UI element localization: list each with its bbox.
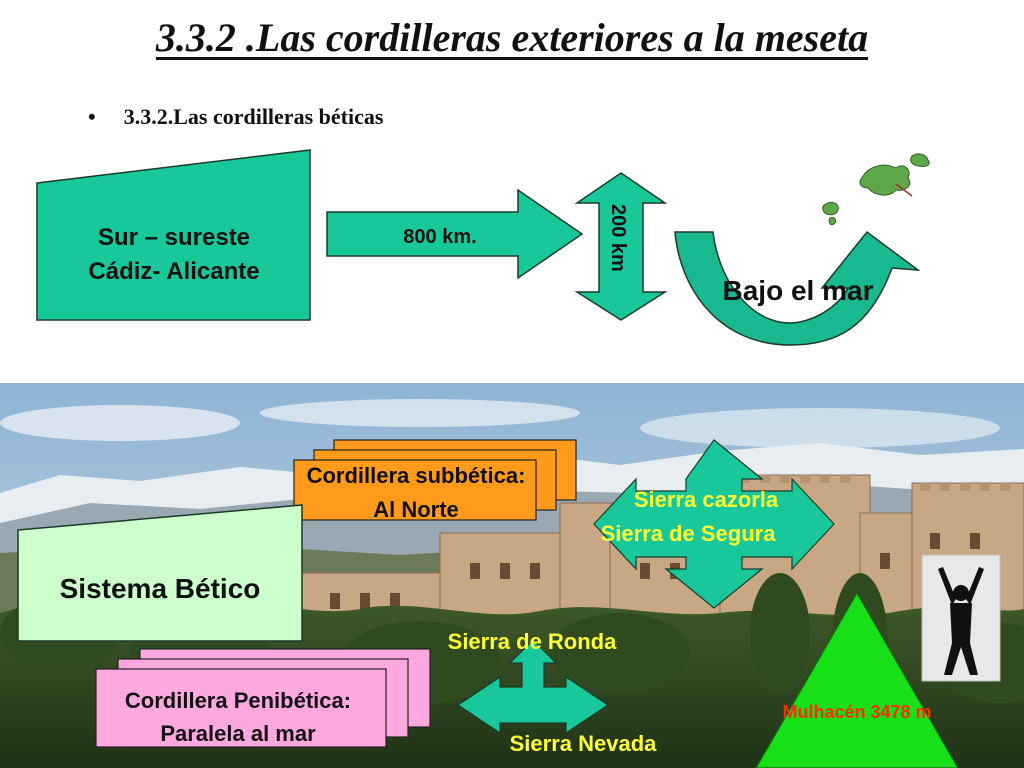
sierra-nevada-label: Sierra Nevada — [510, 731, 658, 756]
mulhacen-peak — [755, 591, 959, 768]
width-label: 200 km — [607, 204, 629, 272]
sea-label: Bajo el mar — [723, 275, 874, 306]
bullet-dot-icon: • — [88, 104, 96, 129]
subbetica-line-1: Cordillera subbética: — [307, 463, 526, 488]
bottom-diagram: Cordillera subbética: Al Norte Sistema B… — [17, 439, 1001, 768]
subbetica-stack — [293, 439, 577, 521]
length-label: 800 km. — [403, 226, 476, 248]
region-line-1: Sur – sureste — [98, 224, 250, 251]
bullet-item: •3.3.2.Las cordilleras béticas — [88, 104, 384, 129]
penibetica-line-2: Paralela al mar — [160, 721, 316, 746]
penibetica-line-1: Cordillera Penibética: — [125, 688, 351, 713]
three-way-arrow — [456, 639, 610, 735]
sierra-segura-label: Sierra de Segura — [601, 521, 777, 546]
penibetica-stack — [95, 648, 431, 748]
person-silhouette-icon — [921, 554, 1001, 682]
mulhacen-label: Mulhacén 3478 m — [782, 702, 931, 722]
top-diagram: Sur – sureste Cádiz- Alicante 800 km. 20… — [36, 149, 930, 346]
region-box — [36, 149, 311, 321]
sistema-label: Sistema Bético — [60, 573, 261, 604]
length-arrow — [326, 188, 584, 280]
sierra-cazorla-label: Sierra cazorla — [634, 487, 779, 512]
balearic-islands-icon — [822, 153, 930, 225]
curved-arrow — [674, 230, 921, 346]
subbetica-line-2: Al Norte — [373, 497, 459, 522]
slide-title: 3.3.2 .Las cordilleras exteriores a la m… — [155, 15, 869, 60]
sistema-box — [17, 504, 303, 642]
four-way-arrow-north — [593, 439, 835, 609]
sierra-ronda-label: Sierra de Ronda — [448, 629, 617, 654]
region-line-2: Cádiz- Alicante — [88, 258, 259, 285]
width-arrow — [574, 172, 668, 321]
